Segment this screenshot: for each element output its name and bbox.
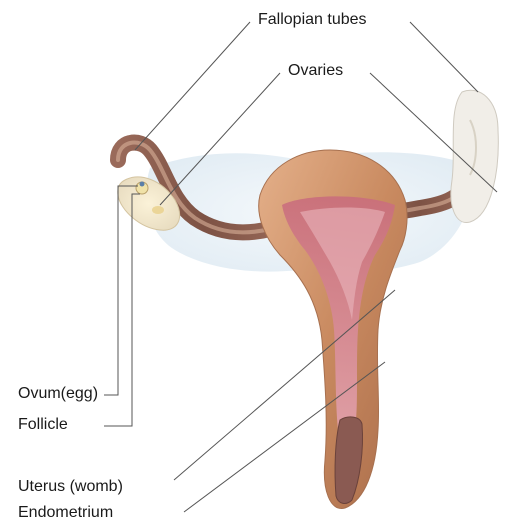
- leader-fallopian-left: [135, 22, 250, 150]
- ovum-mark: [140, 182, 145, 187]
- leader-follicle: [104, 194, 140, 426]
- label-fallopian-tubes: Fallopian tubes: [258, 11, 367, 29]
- label-endometrium: Endometrium: [18, 504, 113, 522]
- label-ovaries: Ovaries: [288, 62, 343, 80]
- label-uterus: Uterus (womb): [18, 478, 123, 496]
- label-ovum: Ovum(egg): [18, 385, 98, 403]
- leader-fallopian-right: [410, 22, 478, 92]
- label-follicle: Follicle: [18, 416, 68, 434]
